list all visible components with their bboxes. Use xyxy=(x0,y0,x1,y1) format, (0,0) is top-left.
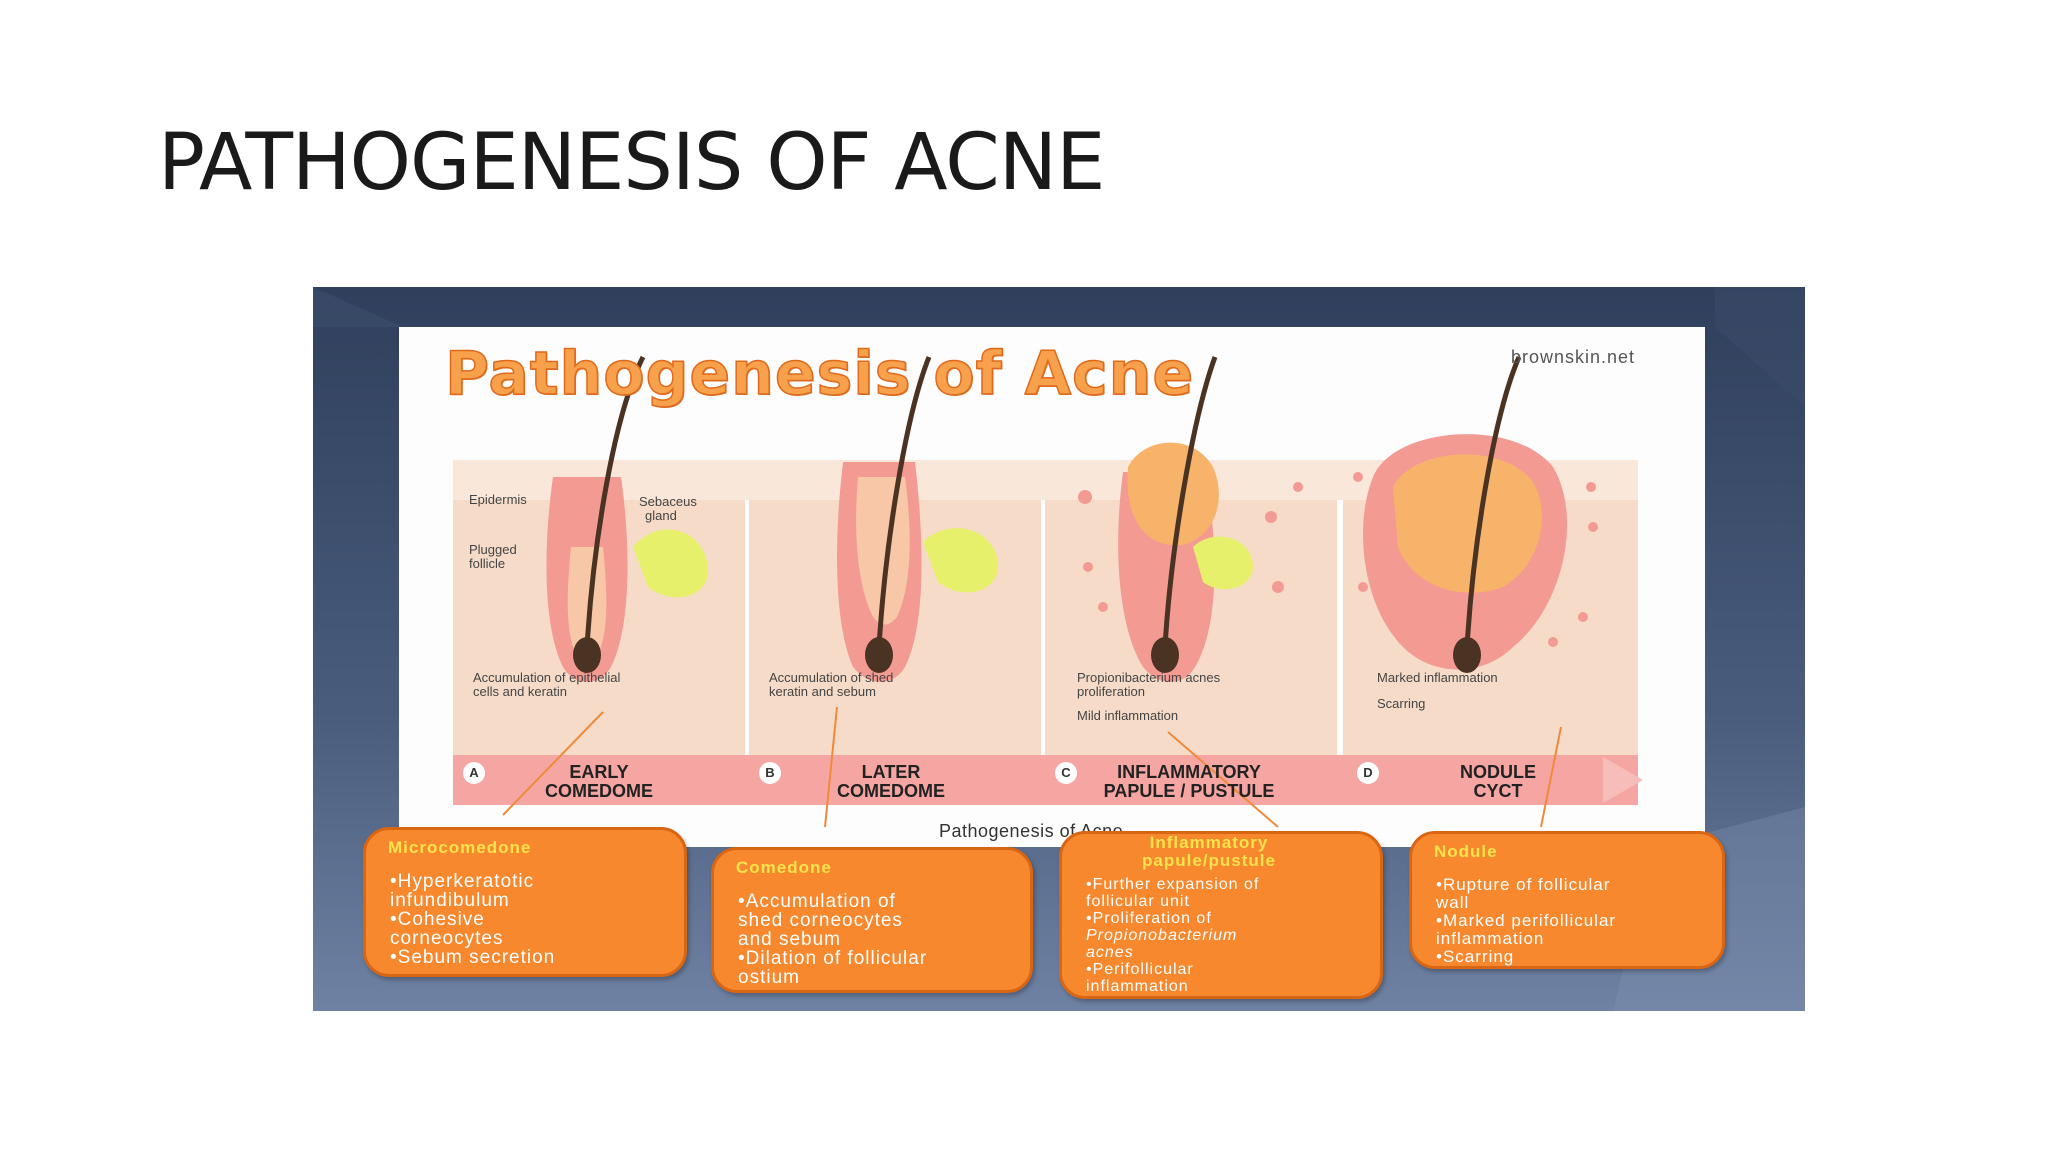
box-body: •Accumulation of shed corneocytes and se… xyxy=(738,891,928,988)
panel-a-desc-2: cells and keratin xyxy=(473,684,567,699)
panel-d-desc-1: Marked inflammation xyxy=(1377,670,1498,685)
panel-c-desc-2: proliferation xyxy=(1077,684,1145,699)
annotation-plugged-1: Plugged xyxy=(469,542,517,557)
follicle-b xyxy=(837,356,999,682)
panel-b-desc-1: Accumulation of shed xyxy=(769,670,894,685)
box-inflammatory: Inflammatory papule/pustule •Further exp… xyxy=(1059,831,1383,999)
box-body: •Further expansion of follicular unit •P… xyxy=(1086,876,1260,995)
stage-letter-c: C xyxy=(1055,762,1077,784)
annotation-sebaceous-2: gland xyxy=(645,508,677,523)
figure-title: Pathogenesis of Acne xyxy=(444,338,1195,410)
annotation-epidermis: Epidermis xyxy=(469,492,527,507)
slide-title: PATHOGENESIS OF ACNE xyxy=(158,118,1105,208)
source-label: brownskin.net xyxy=(1511,347,1636,367)
box-nodule: Nodule •Rupture of follicular wall •Mark… xyxy=(1409,831,1725,969)
box-body: •Hyperkeratotic infundibulum •Cohesive c… xyxy=(390,871,556,968)
panel-b-desc-2: keratin and sebum xyxy=(769,684,876,699)
annotation-sebaceous-1: Sebaceus xyxy=(639,494,697,509)
box-title: Nodule xyxy=(1434,842,1498,861)
follicle-d xyxy=(1353,356,1598,673)
follicle-a xyxy=(546,355,709,682)
follicle-illustration xyxy=(453,355,1643,828)
box-title: Inflammatory papule/pustule xyxy=(1142,833,1276,870)
panel-a-desc-1: Accumulation of epithelial xyxy=(473,670,621,685)
stage-arrows xyxy=(502,706,1562,828)
box-comedone: Comedone •Accumulation of shed corneocyt… xyxy=(711,847,1033,993)
stage-letter-a: A xyxy=(463,762,485,784)
box-microcomedone: Microcomedone •Hyperkeratotic infundibul… xyxy=(363,827,687,977)
follicle-c xyxy=(1078,356,1303,682)
panel-c-desc-1: Propionibacterium acnes xyxy=(1077,670,1221,685)
box-body: •Rupture of follicular wall •Marked peri… xyxy=(1436,875,1617,966)
stage-letter-d: D xyxy=(1357,762,1379,784)
stage-letter-b: B xyxy=(759,762,781,784)
box-title: Comedone xyxy=(736,858,832,877)
panel-c-desc-3: Mild inflammation xyxy=(1077,708,1179,723)
box-title: Microcomedone xyxy=(388,838,532,857)
acne-figure: Pathogenesis of Acne brownskin.net Epide… xyxy=(313,287,1805,1011)
panel-d-desc-3: Scarring xyxy=(1377,696,1426,711)
annotation-plugged-2: follicle xyxy=(469,556,506,571)
